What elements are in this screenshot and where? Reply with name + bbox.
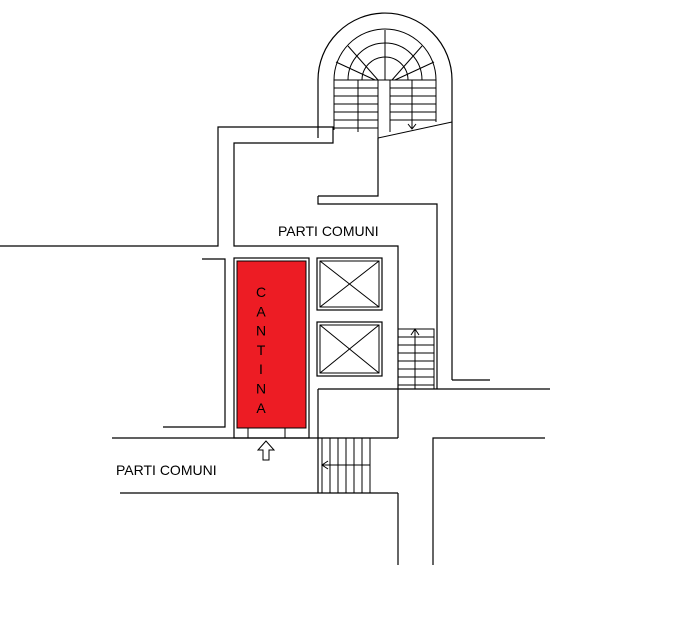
cantina-label: C A N T I N A (256, 284, 266, 416)
cantina-letter: C (256, 284, 266, 300)
crossed-box-icon (316, 257, 383, 311)
bottom-stair (321, 438, 371, 493)
cantina-letter: N (256, 381, 266, 397)
common-area-label-bottom: PARTI COMUNI (116, 462, 217, 478)
cantina-letter: I (259, 361, 263, 377)
cantina-letter: A (256, 400, 266, 416)
common-area-label-top: PARTI COMUNI (278, 223, 379, 239)
cantina-letter: A (256, 303, 266, 319)
cantina-letter: T (257, 342, 266, 358)
building-walls (0, 122, 550, 565)
cantina-room (233, 257, 310, 439)
crossed-box-icon (316, 321, 383, 377)
side-stair (397, 328, 435, 390)
spiral-stair (317, 12, 453, 139)
cantina-letter: N (256, 323, 266, 339)
arrow-up-icon (256, 440, 276, 461)
